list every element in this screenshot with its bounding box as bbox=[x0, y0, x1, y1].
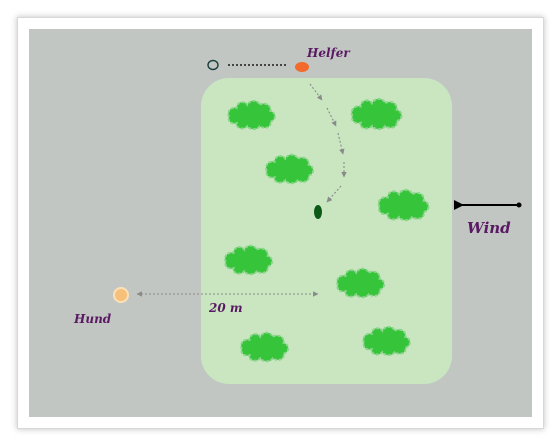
wind-label: Wind bbox=[467, 219, 511, 237]
distance-label: 20 m bbox=[208, 301, 243, 315]
dark-green-oval-icon bbox=[314, 205, 322, 219]
dog-label: Hund bbox=[73, 312, 112, 326]
helper-path bbox=[309, 83, 347, 203]
circle-outline-icon bbox=[207, 59, 219, 71]
helper-label: Helfer bbox=[306, 46, 351, 60]
orange-oval-icon bbox=[295, 62, 309, 72]
sun-dot-icon bbox=[113, 287, 129, 303]
search-field bbox=[201, 78, 452, 384]
wind-arrow-tail bbox=[516, 202, 522, 208]
